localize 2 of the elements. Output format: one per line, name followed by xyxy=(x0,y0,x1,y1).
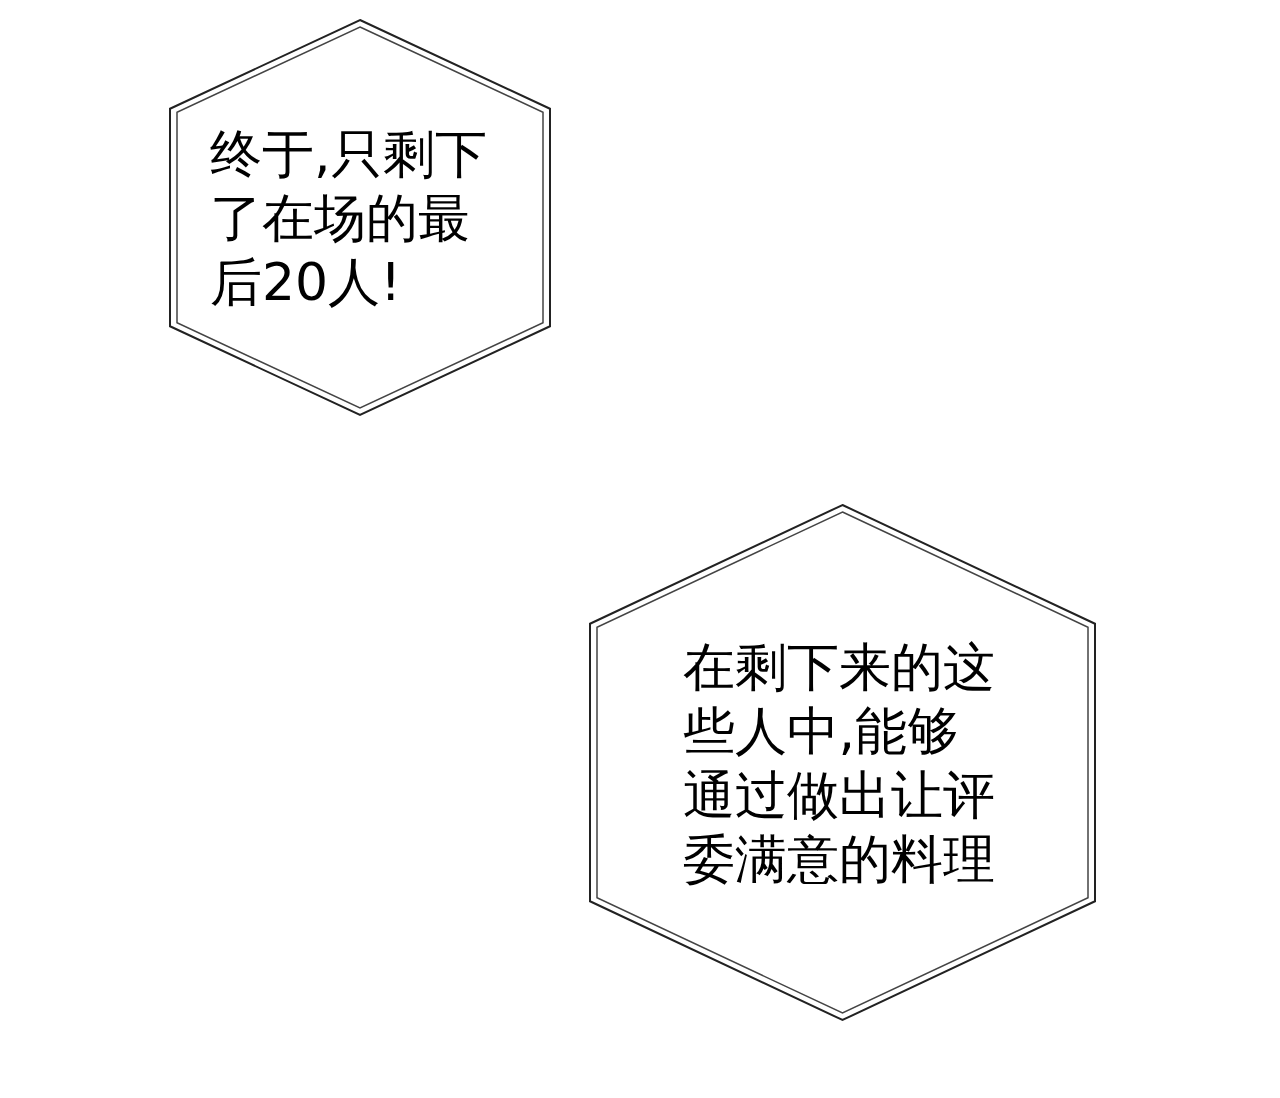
caption-text: 在剩下来的这些人中,能够通过做出让评委满意的料理 xyxy=(682,635,996,891)
caption-text: 终于,只剩下了在场的最后20人! xyxy=(210,122,488,314)
